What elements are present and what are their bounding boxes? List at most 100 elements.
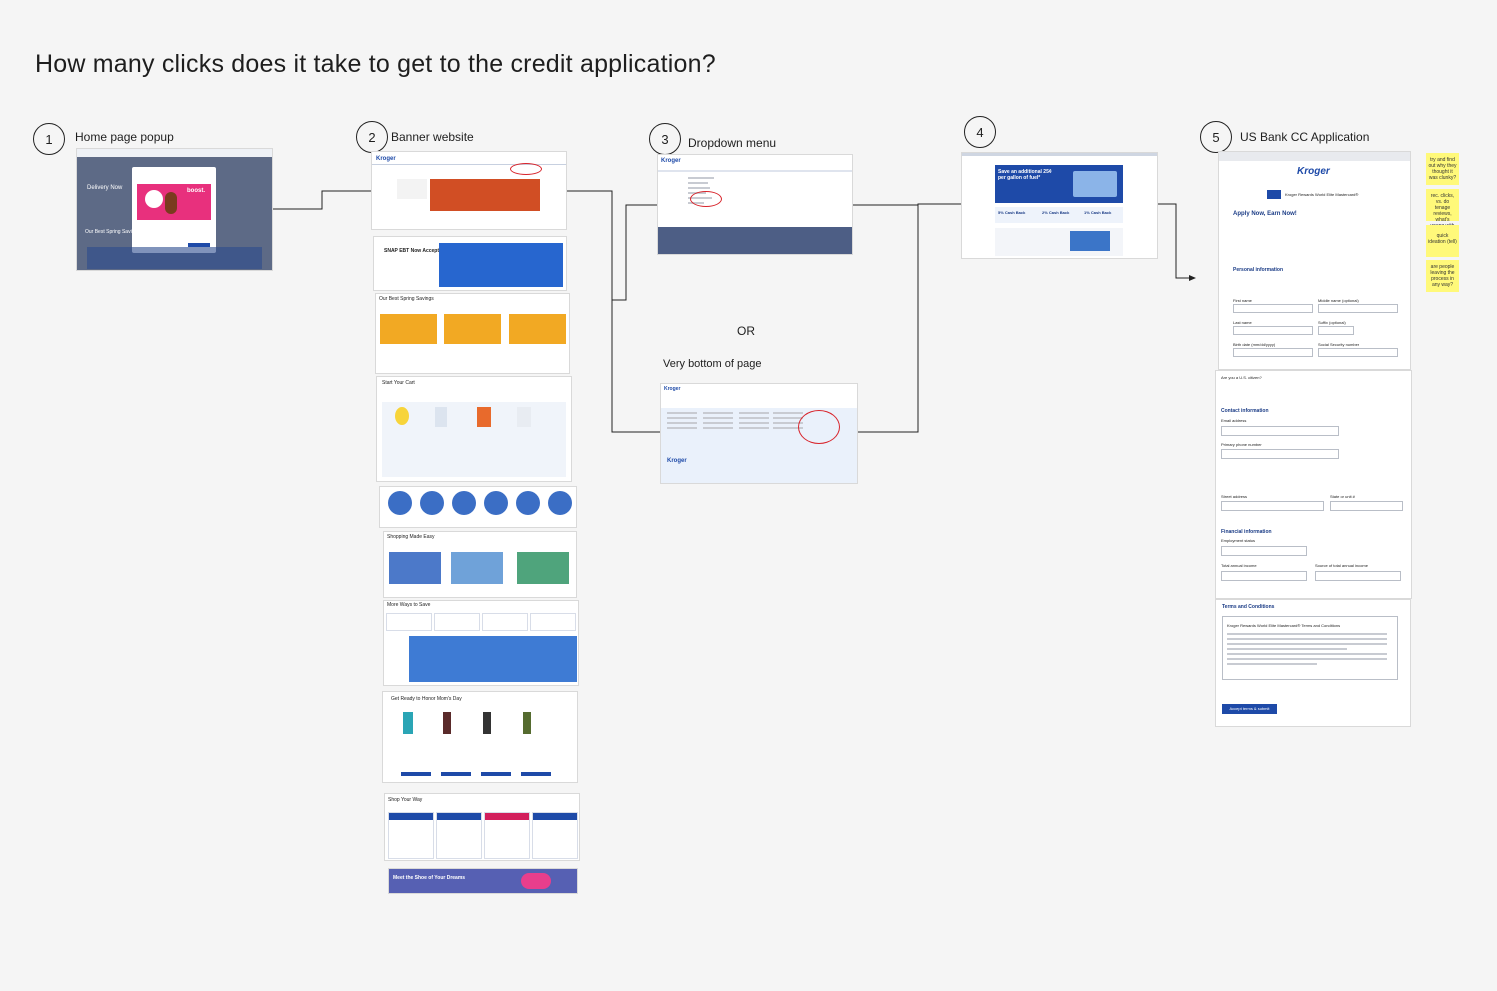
- screenshot-shopping-easy: Shopping Made Easy: [384, 532, 576, 597]
- popup-dialog: boost.: [132, 167, 216, 253]
- employment-label: Employment status: [1221, 538, 1256, 543]
- screenshot-footer: Kroger Kroger: [661, 384, 857, 483]
- street-label: Street address: [1221, 494, 1248, 499]
- income-source-label: Source of total annual income: [1315, 563, 1368, 568]
- step-5-marker: 5: [1200, 121, 1232, 153]
- step-5-label: US Bank CC Application: [1240, 130, 1370, 144]
- alt-path-label: Very bottom of page: [663, 358, 762, 370]
- connector-alt-4: [857, 204, 919, 433]
- screenshot-start-cart: Start Your Cart: [377, 377, 571, 481]
- personal-heading: Personal information: [1233, 267, 1284, 273]
- screenshot-categories: [380, 487, 576, 527]
- banner-hero-products: [430, 179, 540, 211]
- birthdate-input[interactable]: [1233, 348, 1313, 357]
- income-source-select[interactable]: [1315, 571, 1401, 581]
- screenshot-spring-savings: Our Best Spring Savings: [376, 294, 569, 373]
- dropdown-logo: Kroger: [661, 158, 681, 164]
- rewards-headline: Save an additional 25¢ per gallon of fue…: [998, 169, 1052, 181]
- sticky-note-3: quick ideation (tell): [1426, 225, 1459, 257]
- sticky-note-2: rec. clicks, vs. do tenage reviews, what…: [1426, 189, 1459, 235]
- step-3-label: Dropdown menu: [688, 136, 777, 150]
- last-name-input[interactable]: [1233, 326, 1313, 335]
- phone-label: Primary phone number: [1221, 442, 1262, 447]
- email-label: Email address: [1221, 418, 1247, 423]
- first-name-label: First name: [1233, 298, 1252, 303]
- screenshot-home-popup: Delivery Now Our Best Spring Savings boo…: [77, 149, 272, 270]
- screenshot-shoe-banner: Meet the Shoe of Your Dreams: [389, 869, 577, 893]
- terms-box[interactable]: Kroger Rewards World Elite Mastercard® T…: [1222, 616, 1398, 680]
- popup-bg-section: Our Best Spring Savings: [85, 229, 140, 235]
- email-input[interactable]: [1221, 426, 1339, 436]
- step-2-label: Banner website: [391, 130, 474, 144]
- step-3-marker: 3: [649, 123, 681, 155]
- step-1-label: Home page popup: [75, 130, 174, 144]
- sticky-note-1: try and find out why they thought it was…: [1426, 153, 1459, 185]
- financial-heading: Financial information: [1221, 529, 1272, 535]
- save-heading: More Ways to Save: [387, 602, 431, 608]
- ssn-input[interactable]: [1318, 348, 1398, 357]
- middle-name-label: Middle name (optional): [1318, 298, 1359, 303]
- screenshot-moms-day: Get Ready to Honor Mom's Day: [383, 692, 577, 782]
- moms-heading: Get Ready to Honor Mom's Day: [391, 696, 462, 702]
- snap-banner-image: [439, 243, 563, 287]
- connector-2-alt: [611, 300, 661, 433]
- unit-input[interactable]: [1330, 501, 1403, 511]
- screenshot-application-top: Kroger Kroger Rewards World Elite Master…: [1219, 152, 1410, 369]
- or-label: OR: [737, 324, 755, 338]
- suffix-select[interactable]: [1318, 326, 1354, 335]
- screenshot-shop-your-way: Shop Your Way: [385, 794, 579, 860]
- easy-heading: Shopping Made Easy: [387, 534, 435, 540]
- income-input[interactable]: [1221, 571, 1307, 581]
- popup-bg-heading: Delivery Now: [87, 185, 123, 191]
- application-logo: Kroger: [1297, 166, 1330, 177]
- snap-heading: SNAP EBT Now Accepted Online: [384, 248, 462, 254]
- highlight-footer-credit: [798, 410, 840, 444]
- connector-2-3: [565, 190, 658, 301]
- contact-heading: Contact information: [1221, 408, 1269, 414]
- employment-select[interactable]: [1221, 546, 1307, 556]
- screenshot-ways-to-save: More Ways to Save: [384, 601, 578, 685]
- step-4-marker: 4: [964, 116, 996, 148]
- step-1-marker: 1: [33, 123, 65, 155]
- birthdate-label: Birth date (mm/dd/yyyy): [1233, 342, 1276, 347]
- screenshot-snap: SNAP EBT Now Accepted Online: [374, 237, 566, 290]
- step-2-marker: 2: [356, 121, 388, 153]
- rewards-hero: Save an additional 25¢ per gallon of fue…: [995, 165, 1123, 203]
- citizen-question: Are you a U.S. citizen?: [1221, 375, 1262, 380]
- connector-3-4: [852, 203, 962, 206]
- screenshot-dropdown: Kroger: [658, 155, 852, 254]
- income-label: Total annual income: [1221, 563, 1257, 568]
- screenshot-application-bottom: Terms and Conditions Kroger Rewards Worl…: [1216, 600, 1410, 726]
- screenshot-application-middle: Are you a U.S. citizen? Contact informat…: [1216, 371, 1411, 598]
- screenshot-banner-header: Kroger: [372, 152, 566, 229]
- street-input[interactable]: [1221, 501, 1324, 511]
- shop-heading: Shop Your Way: [388, 797, 423, 803]
- apply-heading: Apply Now, Earn Now!: [1233, 211, 1297, 217]
- middle-name-input[interactable]: [1318, 304, 1398, 313]
- footer-kroger-logo: Kroger: [667, 458, 687, 464]
- terms-title: Kroger Rewards World Elite Mastercard® T…: [1227, 623, 1341, 628]
- highlight-menu-circle: [510, 163, 542, 175]
- screenshot-rewards-card: Save an additional 25¢ per gallon of fue…: [962, 153, 1157, 258]
- kroger-logo: Kroger: [376, 156, 396, 162]
- arrow-head: [1189, 275, 1196, 281]
- popup-cta-button[interactable]: [188, 243, 210, 247]
- cashback-5: 5% Cash Back: [998, 210, 1026, 215]
- card-name: Kroger Rewards World Elite Mastercard®: [1285, 192, 1359, 197]
- last-name-label: Last name: [1233, 320, 1252, 325]
- accept-submit-button[interactable]: Accept terms & submit: [1222, 704, 1277, 714]
- unit-label: State or unit #: [1330, 494, 1355, 499]
- cashback-1: 1% Cash Back: [1084, 210, 1112, 215]
- phone-input[interactable]: [1221, 449, 1339, 459]
- suffix-label: Suffix (optional): [1318, 320, 1346, 325]
- first-name-input[interactable]: [1233, 304, 1313, 313]
- ssn-label: Social Security number: [1318, 342, 1360, 347]
- terms-heading: Terms and Conditions: [1222, 604, 1275, 610]
- connector-4-5: [1157, 203, 1190, 279]
- popup-promo: boost.: [137, 184, 211, 220]
- sticky-note-4: are people leaving the process in any wa…: [1426, 260, 1459, 292]
- page-title: How many clicks does it take to get to t…: [35, 50, 716, 78]
- connector-1-2: [272, 190, 372, 210]
- cashback-2: 2% Cash Back: [1042, 210, 1070, 215]
